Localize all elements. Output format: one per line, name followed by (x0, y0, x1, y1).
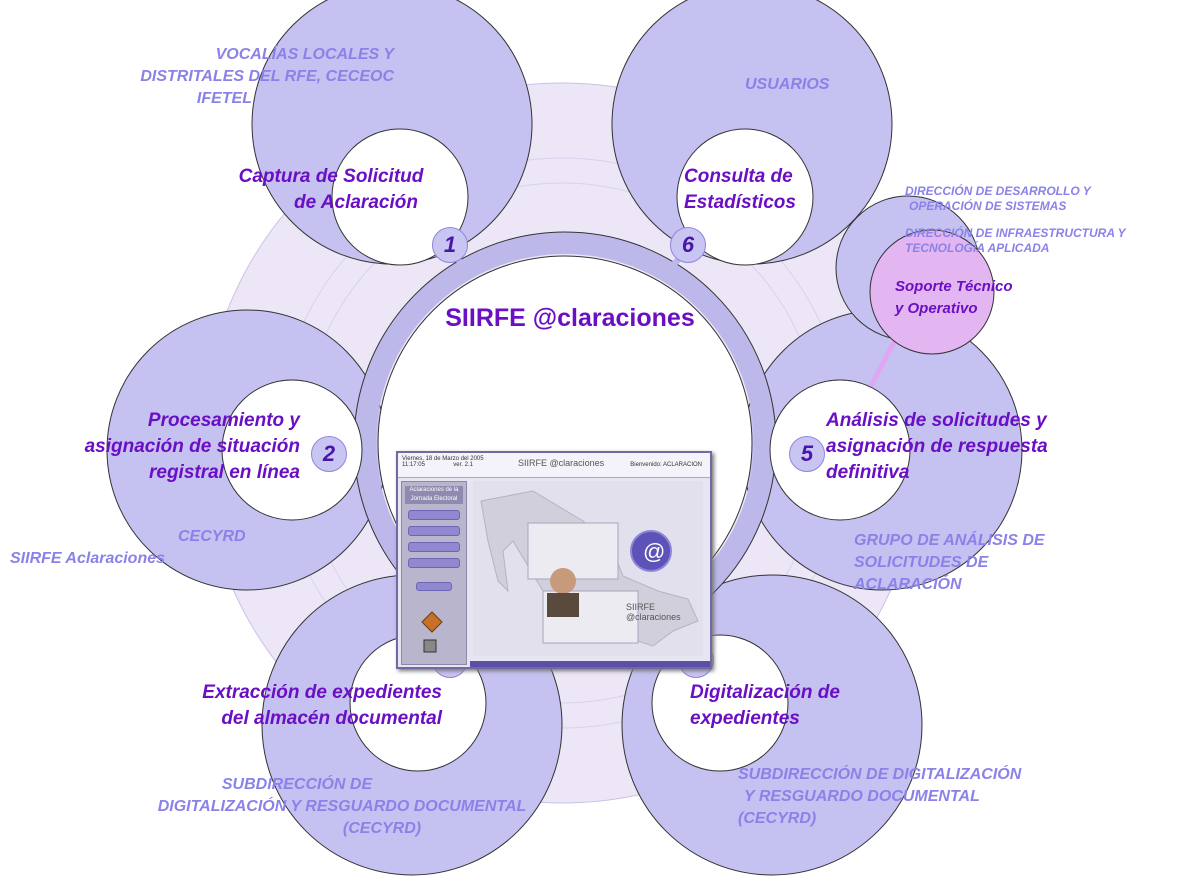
screenshot-menu-button (408, 558, 460, 568)
screenshot-footer-bar (470, 661, 710, 667)
org-label-5: GRUPO DE ANÁLISIS DE SOLICITUDES DE ACLA… (854, 532, 1045, 593)
org-label-2: CECYRD SIIRFE Aclaraciones (10, 528, 246, 567)
screenshot-header: Viernes, 18 de Marzo del 2005 11:17:05 v… (398, 453, 710, 478)
node-label-5: Análisis de solicitudes y asignación de … (826, 410, 1048, 483)
screenshot-logo-circle (630, 530, 672, 572)
screenshot-menu-button (408, 542, 460, 552)
screenshot-menu-button (408, 510, 460, 520)
number-badge-1: 1 (432, 227, 468, 263)
portrait-body (547, 593, 579, 617)
org-label-support: DIRECCIÓN DE DESARROLLO Y OPERACIÓN DE S… (905, 184, 1126, 255)
screenshot-date: Viernes, 18 de Marzo del 2005 (402, 456, 484, 462)
screenshot-user: Bienvenido: ACLARACION (630, 462, 702, 468)
number-badge-2: 2 (311, 436, 347, 472)
node-label-6: Consulta de Estadísticos (684, 166, 796, 213)
screenshot-logo-text: SIIRFE @claraciones (626, 602, 681, 622)
screenshot-version: ver. 2.1 (453, 462, 473, 468)
screenshot-title: SIIRFE @claraciones (518, 458, 605, 468)
inner-circle-1 (331, 128, 469, 266)
screenshot-map-background: @ (473, 481, 703, 656)
org-label-1: VOCALÍAS LOCALES Y DISTRITALES DEL RFE, … (140, 46, 394, 107)
inner-circle-5 (769, 379, 911, 521)
support-inner-circle (869, 229, 995, 355)
org-label-6: USUARIOS (745, 76, 830, 93)
number-badge-5: 5 (789, 436, 825, 472)
portrait-face (550, 568, 576, 594)
screenshot-logo-at: @ (643, 539, 665, 564)
screenshot-time: 11:17:05 (402, 462, 425, 468)
screenshot-sidebar-icons (421, 611, 443, 653)
app-screenshot: Viernes, 18 de Marzo del 2005 11:17:05 v… (396, 451, 712, 669)
inner-circle-6 (676, 128, 814, 266)
org-label-4: SUBDIRECCIÓN DE DIGITALIZACIÓN Y RESGUAR… (738, 766, 1022, 827)
center-title: SIIRFE @claraciones (445, 304, 695, 332)
credential-card-1 (527, 522, 619, 580)
screenshot-menu-button (408, 526, 460, 536)
screenshot-menu-button (416, 582, 452, 591)
node-label-1: Captura de Solicitud de Aclaración (238, 166, 424, 213)
node-label-4: Digitalización de expedientes (690, 682, 840, 729)
inner-circle-2 (221, 379, 363, 521)
node-label-3: Extracción de expedientes del almacén do… (202, 682, 442, 729)
support-connector (865, 338, 898, 394)
screenshot-sidebar: Aclaraciones de la Jornada Electoral (401, 481, 467, 665)
support-label: Soporte Técnico y Operativo (895, 278, 1013, 317)
screenshot-sidebar-header: Aclaraciones de la Jornada Electoral (405, 486, 463, 504)
number-badge-6: 6 (670, 227, 706, 263)
node-label-2: Procesamiento y asignación de situación … (84, 410, 300, 483)
org-label-3: SUBDIRECCIÓN DE DIGITALIZACIÓN Y RESGUAR… (157, 776, 527, 837)
